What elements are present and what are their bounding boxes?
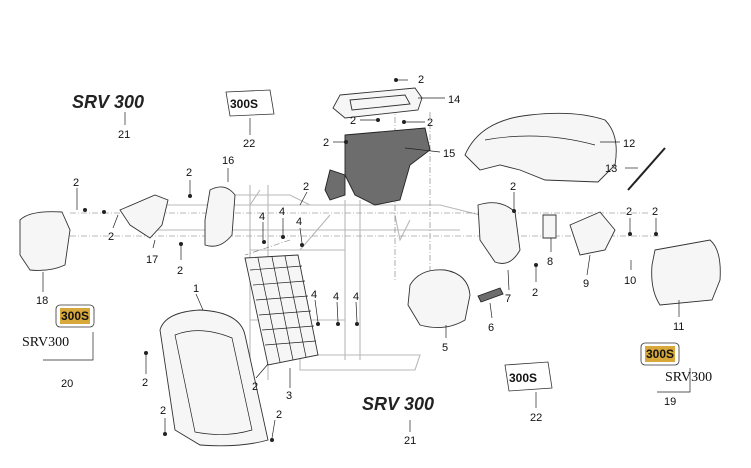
callout-17: 17 [146, 254, 158, 266]
callout-numbers: 2 14 21 22 2 2 2 12 15 13 16 2 2 2 2 2 2… [36, 74, 684, 447]
callout-5: 5 [442, 342, 448, 354]
callout-2: 2 [427, 117, 433, 129]
callout-4: 4 [279, 206, 285, 218]
badge-300s-gold-left-text: 300S [61, 309, 89, 323]
callout-2: 2 [532, 287, 538, 299]
bracket-part-17 [119, 194, 169, 239]
badge-300s-bottom: 300S [504, 361, 553, 392]
callout-8: 8 [547, 256, 553, 268]
callout-2: 2 [252, 381, 258, 393]
badge-300s-gold-right: 300S [640, 342, 680, 366]
callout-2: 2 [186, 167, 192, 179]
callout-2: 2 [73, 177, 79, 189]
rear-carrier-part-14 [332, 87, 423, 119]
callout-10: 10 [624, 275, 636, 287]
callout-4: 4 [333, 291, 339, 303]
callout-7: 7 [505, 293, 511, 305]
seat-part-12 [464, 112, 617, 183]
inner-panel-part-7 [477, 202, 521, 264]
callout-2: 2 [177, 265, 183, 277]
badge-300s-top: 300S [225, 89, 275, 117]
callout-2: 2 [626, 206, 632, 218]
callout-9: 9 [583, 278, 589, 290]
srv300-logo-text-top: SRV 300 [72, 92, 144, 112]
screws [83, 78, 658, 442]
callout-4: 4 [311, 289, 317, 301]
badge-300s-top-text: 300S [230, 97, 258, 111]
srv300-logo-top: SRV 300 [72, 92, 144, 112]
callout-6: 6 [488, 322, 494, 334]
small-grille-part-6 [477, 287, 504, 303]
callout-4: 4 [296, 216, 302, 228]
srv300-text-left: SRV300 [22, 335, 69, 350]
seat-stitching [484, 135, 596, 146]
callout-16: 16 [222, 155, 234, 167]
right-side-cover-part-11 [651, 239, 721, 306]
callout-4: 4 [259, 211, 265, 223]
callout-4: 4 [353, 291, 359, 303]
callout-19: 19 [664, 396, 676, 408]
callout-22: 22 [243, 138, 255, 150]
callout-18: 18 [36, 295, 48, 307]
srv300-logo-text-bottom: SRV 300 [362, 394, 434, 414]
bracket-part-9 [569, 211, 616, 256]
callout-21: 21 [118, 129, 130, 141]
callout-3: 3 [286, 390, 292, 402]
callout-2: 2 [418, 74, 424, 86]
callout-2: 2 [142, 377, 148, 389]
callout-2: 2 [276, 409, 282, 421]
left-side-cover-part-18 [19, 211, 71, 271]
badge-300s-gold-left: 300S [55, 304, 95, 328]
srv300-logo-bottom: SRV 300 [362, 394, 434, 414]
sensor-part-8 [542, 214, 557, 239]
badge-300s-bottom-text: 300S [509, 371, 537, 385]
side-panel-part-16 [204, 186, 236, 247]
callout-13: 13 [605, 163, 617, 175]
radiator-grille-part-3 [244, 254, 319, 366]
stay-rod-part-13 [627, 147, 666, 191]
callout-15: 15 [443, 148, 455, 160]
callout-2: 2 [160, 405, 166, 417]
air-box-cover-part-5 [407, 269, 471, 329]
callout-2: 2 [350, 115, 356, 127]
leader-lines [42, 79, 691, 439]
front-cover-inner-edge [174, 330, 253, 435]
callout-14: 14 [448, 94, 460, 106]
callout-2: 2 [652, 206, 658, 218]
callout-11: 11 [673, 321, 684, 333]
badge-300s-gold-right-text: 300S [646, 347, 674, 361]
callout-2: 2 [323, 137, 329, 149]
callout-12: 12 [623, 138, 635, 150]
callout-22: 22 [530, 412, 542, 424]
front-cover-part-1 [159, 309, 269, 447]
srv300-text-right: SRV300 [665, 370, 712, 385]
callout-2: 2 [303, 181, 309, 193]
callout-21: 21 [404, 435, 416, 447]
callout-1: 1 [193, 283, 199, 295]
callout-2: 2 [510, 181, 516, 193]
bracket-assembly-part-15 [324, 127, 431, 206]
callout-20: 20 [61, 378, 73, 390]
callout-2: 2 [108, 231, 114, 243]
